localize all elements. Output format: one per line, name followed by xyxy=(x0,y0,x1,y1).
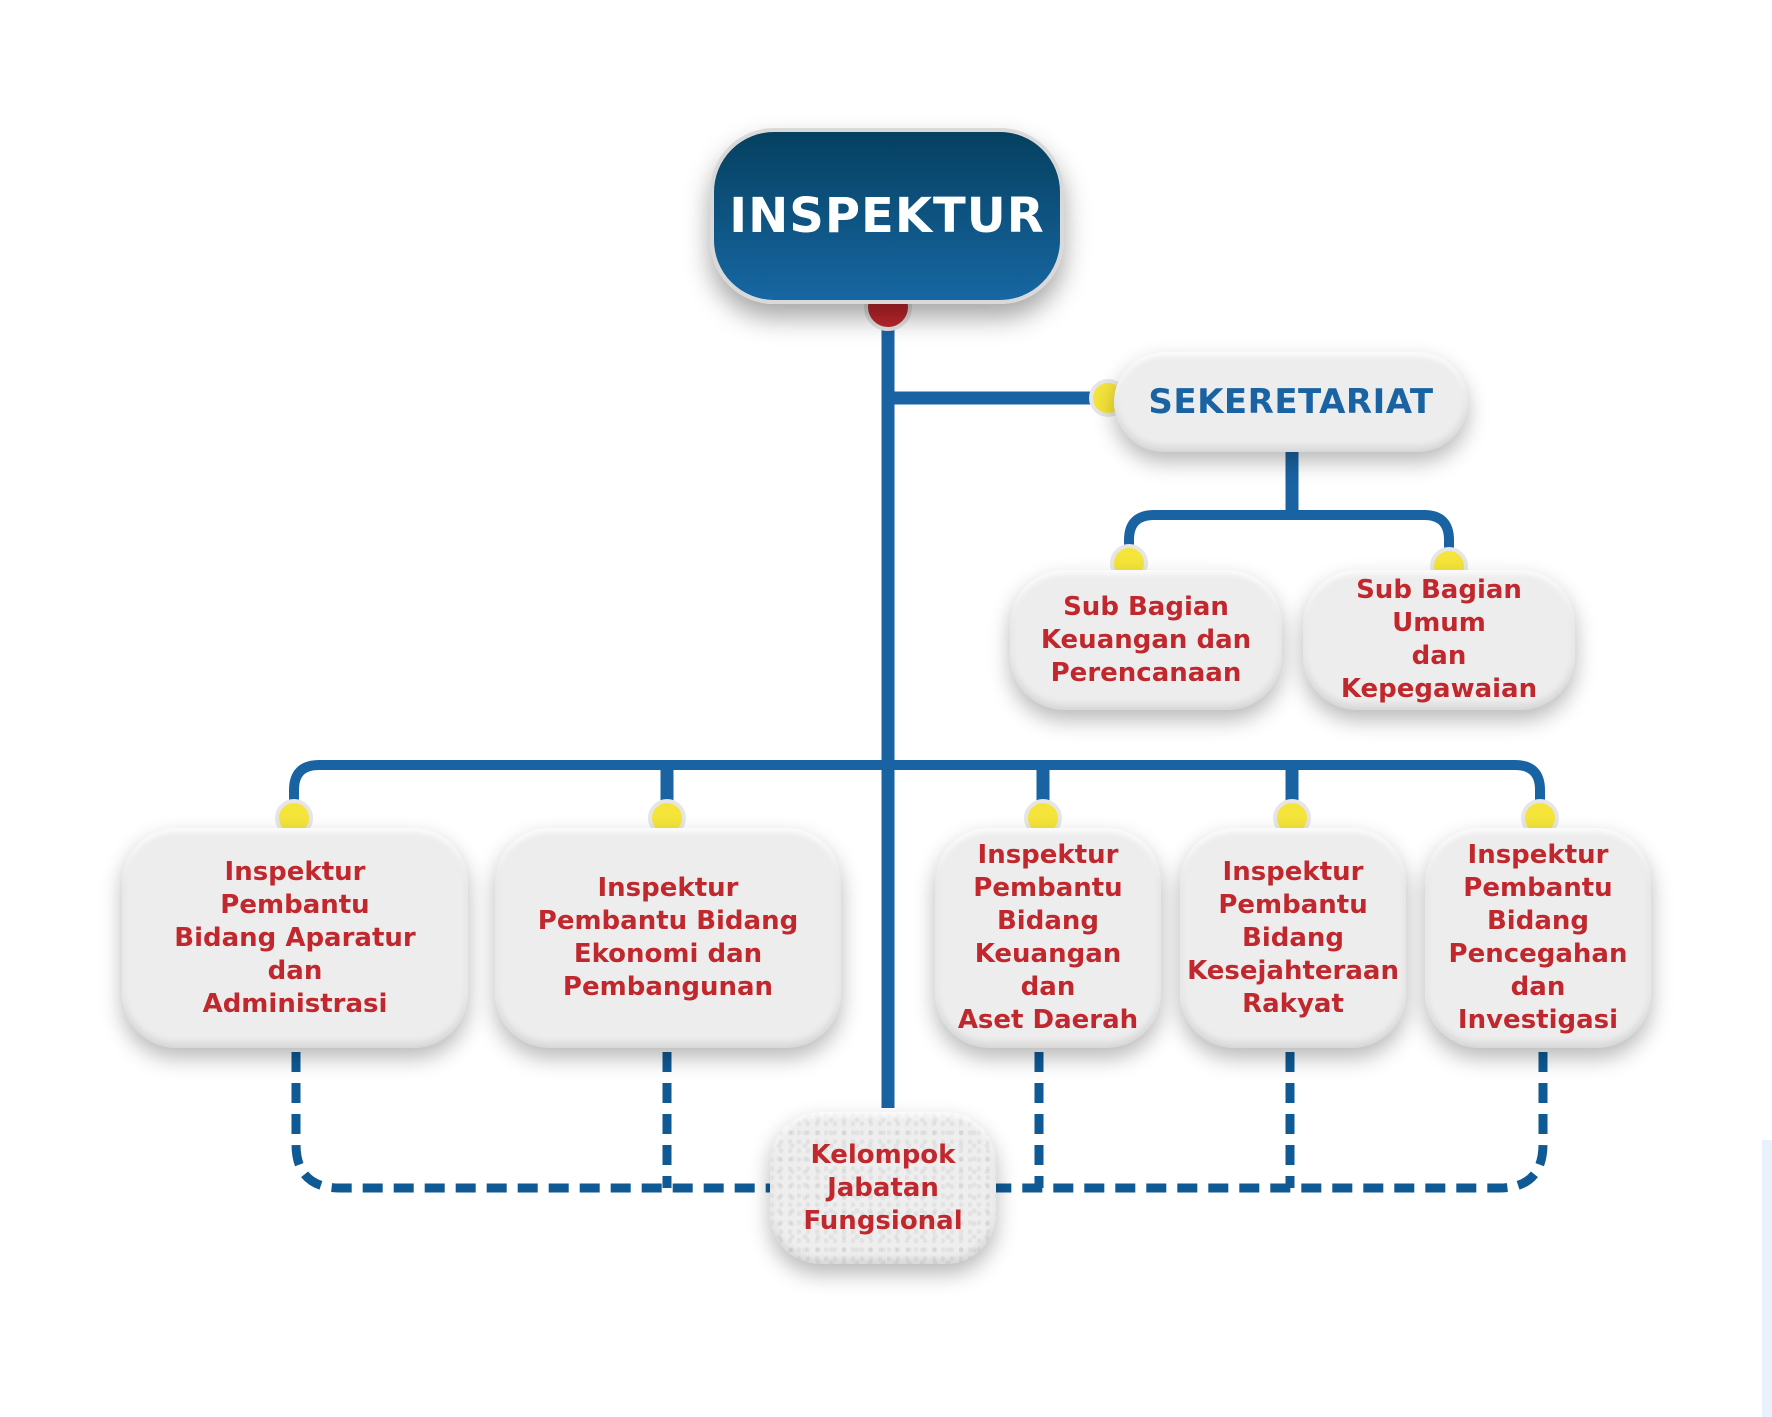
inspektur-label: INSPEKTUR xyxy=(729,188,1045,244)
assistant-node-1: Inspektur Pembantu Bidang Aparatur dan A… xyxy=(122,828,468,1048)
secretariat-node: SEKERETARIAT xyxy=(1114,352,1468,452)
side-panel-edge xyxy=(1762,1140,1772,1417)
assistant-label-5: Inspektur Pembantu Bidang Pencegahan dan… xyxy=(1448,840,1628,1035)
inspektur-node: INSPEKTUR xyxy=(710,128,1064,304)
sub-unit-label-2: Sub Bagian Umum dan Kepegawaian xyxy=(1340,575,1538,704)
dashed-line-right xyxy=(996,1052,1548,1193)
sub-unit-node-2: Sub Bagian Umum dan Kepegawaian xyxy=(1303,570,1575,710)
sub-unit-label-1: Sub Bagian Keuangan dan Perencanaan xyxy=(1040,591,1252,688)
functional-group-node: Kelompok Jabatan Fungsional xyxy=(770,1112,996,1264)
secretariat-label: SEKERETARIAT xyxy=(1148,382,1434,422)
assistant-label-2: Inspektur Pembantu Bidang Ekonomi dan Pe… xyxy=(537,873,799,1002)
sub-units-bracket xyxy=(1124,510,1454,565)
assistant-label-3: Inspektur Pembantu Bidang Keuangan dan A… xyxy=(957,840,1139,1035)
assistants-bus xyxy=(289,760,1545,818)
assistant-node-4: Inspektur Pembantu Bidang Kesejahteraan … xyxy=(1180,828,1406,1048)
functional-group-label: Kelompok Jabatan Fungsional xyxy=(803,1139,963,1236)
assistant-node-3: Inspektur Pembantu Bidang Keuangan dan A… xyxy=(935,828,1161,1048)
assistant-label-1: Inspektur Pembantu Bidang Aparatur dan A… xyxy=(174,856,416,1019)
dashed-line-left xyxy=(291,1052,780,1193)
assistant-node-2: Inspektur Pembantu Bidang Ekonomi dan Pe… xyxy=(495,828,841,1048)
sub-unit-node-1: Sub Bagian Keuangan dan Perencanaan xyxy=(1010,570,1282,710)
assistant-label-4: Inspektur Pembantu Bidang Kesejahteraan … xyxy=(1187,856,1399,1019)
assistant-node-5: Inspektur Pembantu Bidang Pencegahan dan… xyxy=(1425,828,1651,1048)
